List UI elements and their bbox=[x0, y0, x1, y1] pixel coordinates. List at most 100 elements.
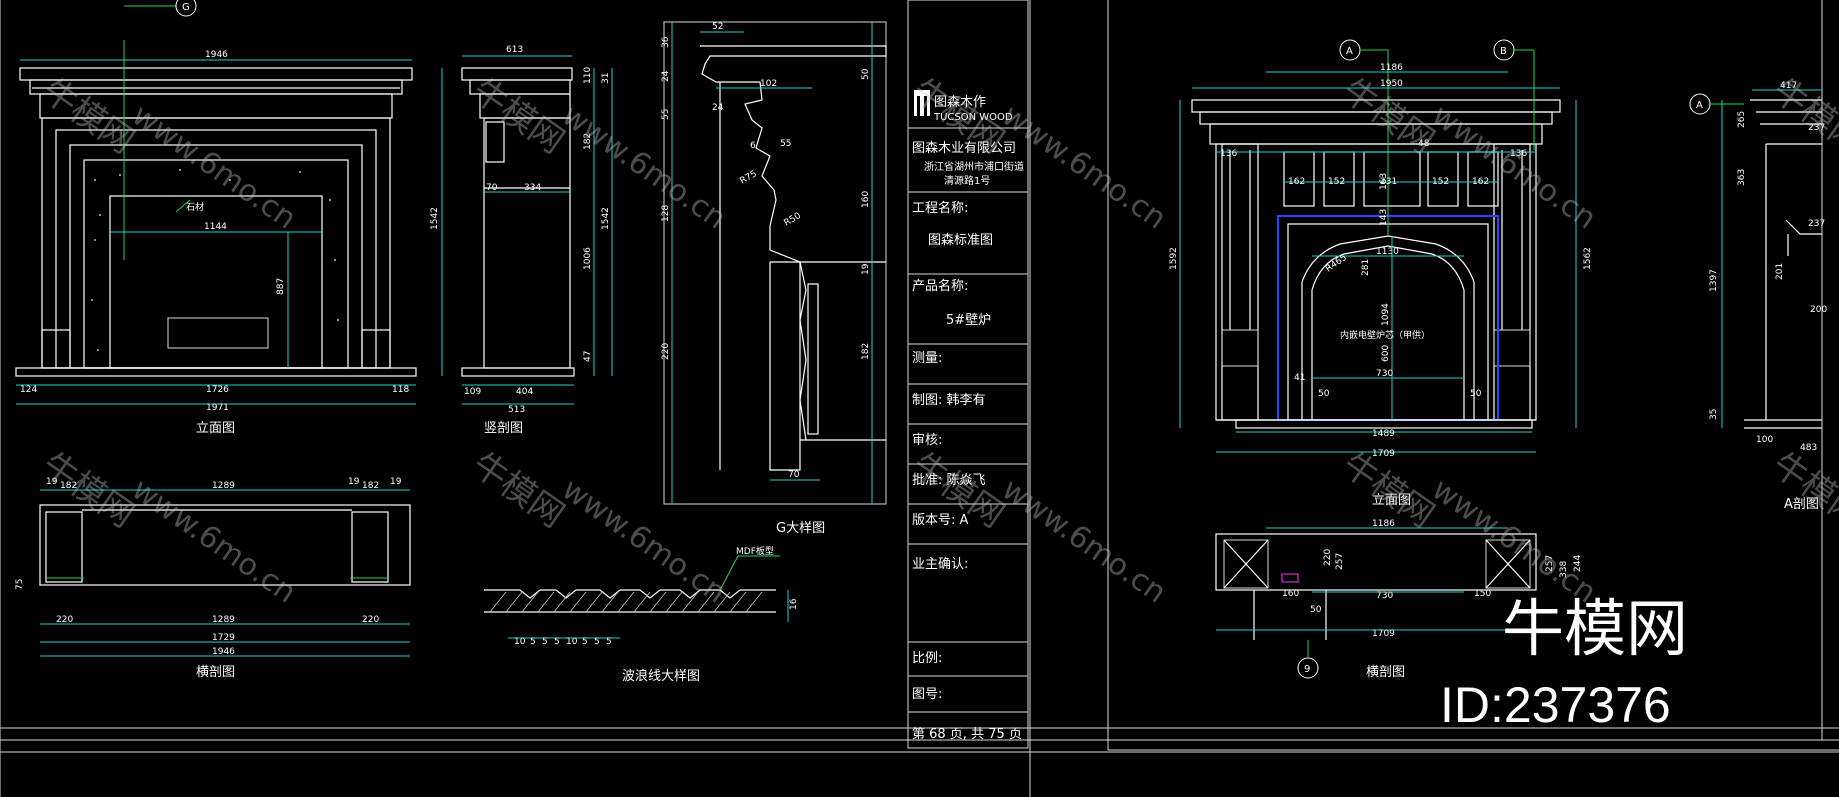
bubble-b: B bbox=[1500, 46, 1507, 57]
left-plan: 19 182 1289 19 182 19 220 1289 220 1729 … bbox=[15, 477, 411, 680]
dim-w10a: 10 bbox=[514, 637, 526, 647]
dim-182: 182 bbox=[583, 133, 593, 150]
dim-r162b: 162 bbox=[1472, 177, 1489, 187]
dim-r281: 281 bbox=[1361, 259, 1371, 276]
dim-182v: 182 bbox=[861, 343, 871, 360]
wave-detail: MDF板型 10 5 5 5 10 5 5 5 16 波浪线大样图 bbox=[484, 545, 799, 684]
label-detail-g: G大样图 bbox=[776, 521, 825, 536]
dim-p1289b: 1289 bbox=[212, 615, 235, 625]
g-detail: 52 102 24 55 6 R75 R50 70 36 24 55 128 2… bbox=[661, 21, 887, 536]
dim-r730: 730 bbox=[1376, 369, 1393, 379]
watermark-brand: 牛模网 bbox=[35, 71, 141, 162]
dim-s237b: 237 bbox=[1808, 219, 1825, 229]
dim-r163: 163 bbox=[1379, 173, 1389, 190]
dim-p182b: 182 bbox=[362, 481, 379, 491]
watermark-url: www.6mo.cn bbox=[995, 472, 1172, 611]
watermark-brand: 牛模网 bbox=[465, 445, 571, 536]
dim-p19b: 19 bbox=[348, 477, 360, 487]
dim-p1289a: 1289 bbox=[212, 481, 235, 491]
dim-128: 128 bbox=[661, 205, 671, 222]
owner-label: 业主确认: bbox=[912, 557, 968, 572]
address-line-2: 清源路1号 bbox=[944, 174, 990, 187]
label-section-a: A剖图 bbox=[1784, 497, 1819, 512]
dim-pr338: 338 bbox=[1559, 561, 1569, 578]
dim-1144: 1144 bbox=[204, 222, 227, 232]
stone-speckles bbox=[91, 169, 339, 351]
dim-r1709: 1709 bbox=[1372, 449, 1395, 459]
label-plan-right: 横剖图 bbox=[1366, 665, 1405, 680]
dim-r152b: 152 bbox=[1432, 177, 1449, 187]
dim-pr257a: 257 bbox=[1335, 553, 1345, 570]
dim-r48: 48 bbox=[1418, 139, 1430, 149]
review-label: 审核: bbox=[912, 433, 942, 448]
dim-r75: R75 bbox=[739, 169, 759, 187]
side-section: 613 70 334 404 109 513 1542 110 31 182 1… bbox=[430, 45, 613, 436]
dim-r1130: 1130 bbox=[1376, 247, 1399, 257]
dim-r231: 231 bbox=[1380, 177, 1397, 187]
dim-s201: 201 bbox=[1775, 263, 1785, 280]
dim-pr244: 244 bbox=[1573, 555, 1583, 572]
dim-w5d: 5 bbox=[582, 637, 588, 647]
approve-label: 批准: 陈焱飞 bbox=[912, 472, 986, 488]
dim-613: 613 bbox=[506, 45, 523, 55]
bubble-a-section: A bbox=[1696, 100, 1703, 111]
dim-r136a: 136 bbox=[1220, 149, 1237, 159]
dim-w5a: 5 bbox=[530, 637, 536, 647]
dim-r136b: 136 bbox=[1510, 149, 1527, 159]
project-label: 工程名称: bbox=[912, 200, 968, 216]
bubble-9: 9 bbox=[1304, 664, 1310, 675]
dim-r50: R50 bbox=[783, 211, 804, 229]
dim-r1562: 1562 bbox=[1583, 247, 1593, 270]
dim-s237a: 237 bbox=[1808, 123, 1825, 133]
dim-55v: 55 bbox=[661, 109, 671, 120]
watermark-url: www.6mo.cn bbox=[555, 98, 732, 237]
dim-19v: 19 bbox=[861, 263, 871, 275]
dim-r143: 143 bbox=[1379, 209, 1389, 226]
dim-w5b: 5 bbox=[542, 637, 548, 647]
dim-110: 110 bbox=[583, 67, 593, 84]
dim-p1729: 1729 bbox=[212, 633, 235, 643]
dim-160v: 160 bbox=[861, 191, 871, 208]
version-label: 版本号: A bbox=[912, 513, 969, 528]
label-front-right: 立面图 bbox=[1372, 493, 1411, 508]
dim-118: 118 bbox=[392, 385, 409, 395]
survey-label: 测量: bbox=[912, 351, 942, 366]
dim-p220b: 220 bbox=[362, 615, 379, 625]
label-front-left: 立面图 bbox=[196, 421, 235, 436]
dim-s363: 363 bbox=[1737, 169, 1747, 186]
dim-s483: 483 bbox=[1800, 443, 1817, 453]
dim-70d: 70 bbox=[788, 470, 800, 480]
dim-6: 6 bbox=[750, 141, 756, 151]
address-line-1: 浙江省湖州市浦口街道 bbox=[924, 160, 1024, 173]
dim-24v: 24 bbox=[661, 70, 671, 82]
dim-r50a: 50 bbox=[1318, 389, 1330, 399]
dim-220v: 220 bbox=[661, 343, 671, 360]
logo-en: TUCSON WOOD bbox=[933, 112, 1013, 123]
dim-pr160: 160 bbox=[1282, 589, 1299, 599]
insert-note: 内嵌电壁炉芯（甲供） bbox=[1340, 329, 1430, 341]
dim-52: 52 bbox=[712, 22, 723, 32]
company-name: 图森木业有限公司 bbox=[912, 141, 1016, 156]
dim-w5c: 5 bbox=[554, 637, 560, 647]
dim-1971: 1971 bbox=[206, 403, 229, 413]
dim-r1094: 1094 bbox=[1381, 303, 1391, 326]
dim-r1489: 1489 bbox=[1372, 429, 1395, 439]
dim-w5e: 5 bbox=[594, 637, 600, 647]
dim-r50b: 50 bbox=[1470, 389, 1482, 399]
dim-pr1709: 1709 bbox=[1372, 629, 1395, 639]
dim-p19a: 19 bbox=[46, 477, 58, 487]
site-stamp: 牛模网 ID:237376 bbox=[1440, 592, 1688, 733]
title-block: 图森木作 TUCSON WOOD 图森木业有限公司 浙江省湖州市浦口街道 清源路… bbox=[907, 0, 1029, 749]
dim-109: 109 bbox=[464, 387, 481, 397]
page-label: 第 68 页, 共 75 页 bbox=[912, 727, 1022, 742]
dim-r1950: 1950 bbox=[1380, 79, 1403, 89]
dim-1542: 1542 bbox=[430, 207, 440, 230]
dim-50v: 50 bbox=[861, 68, 871, 80]
label-plan-left: 横剖图 bbox=[196, 665, 235, 680]
dim-s200: 200 bbox=[1810, 305, 1827, 315]
product-label: 产品名称: bbox=[912, 278, 968, 294]
dim-pr150: 150 bbox=[1474, 589, 1491, 599]
dim-s35: 35 bbox=[1709, 409, 1719, 420]
drawing-no-label: 图号: bbox=[912, 687, 942, 702]
